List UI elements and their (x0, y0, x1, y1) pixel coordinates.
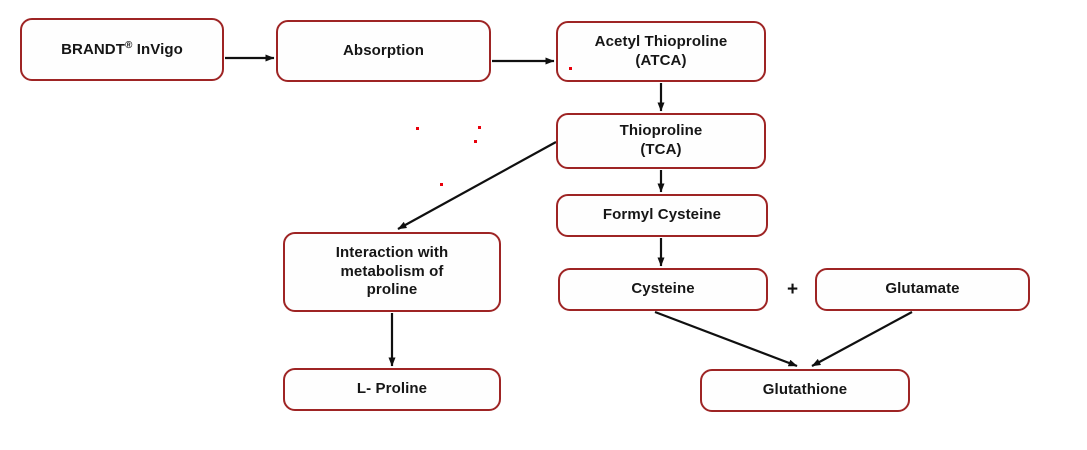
node-glutamate[interactable]: Glutamate (815, 268, 1030, 311)
node-brandt-invigo[interactable]: BRANDT® InVigo (20, 18, 224, 81)
node-label-absorption: Absorption (343, 41, 424, 59)
node-formyl-cysteine[interactable]: Formyl Cysteine (556, 194, 768, 237)
node-label-acetyl-thioproline: Acetyl Thioproline (ATCA) (594, 32, 728, 69)
node-cysteine[interactable]: Cysteine (558, 268, 768, 311)
node-interaction-with-metabolism-of-proline[interactable]: Interaction with metabolism of proline (283, 232, 501, 312)
node-label-brandt-invigo: BRANDT® InVigo (61, 39, 183, 58)
node-glutathione[interactable]: Glutathione (700, 369, 910, 412)
edge-cysteine-to-glutathione (654, 310, 798, 368)
artifact-dot (569, 67, 572, 70)
artifact-dot (474, 140, 477, 143)
node-label-thioproline: Thioproline (TCA) (619, 122, 703, 158)
node-label-l-proline: L- Proline (356, 380, 428, 398)
node-label-formyl-cysteine: Formyl Cysteine (602, 206, 722, 224)
node-thioproline[interactable]: Thioproline (TCA) (556, 113, 766, 169)
node-label-glutamate: Glutamate (885, 280, 960, 298)
node-l-proline[interactable]: L- Proline (283, 368, 501, 411)
artifact-dot (478, 126, 481, 129)
artifact-dot (440, 183, 443, 186)
plus-operator: + (787, 279, 799, 300)
edge-glutamate-to-glutathione (811, 311, 913, 367)
edge-thioproline-to-interaction (397, 141, 557, 230)
node-label-glutathione: Glutathione (762, 381, 848, 399)
node-label-cysteine: Cysteine (631, 280, 695, 298)
node-acetyl-thioproline[interactable]: Acetyl Thioproline (ATCA) (556, 21, 766, 82)
artifact-dot (416, 127, 419, 130)
node-absorption[interactable]: Absorption (276, 20, 491, 82)
node-label-interaction-with-metabolism-of-proline: Interaction with metabolism of proline (335, 243, 449, 299)
